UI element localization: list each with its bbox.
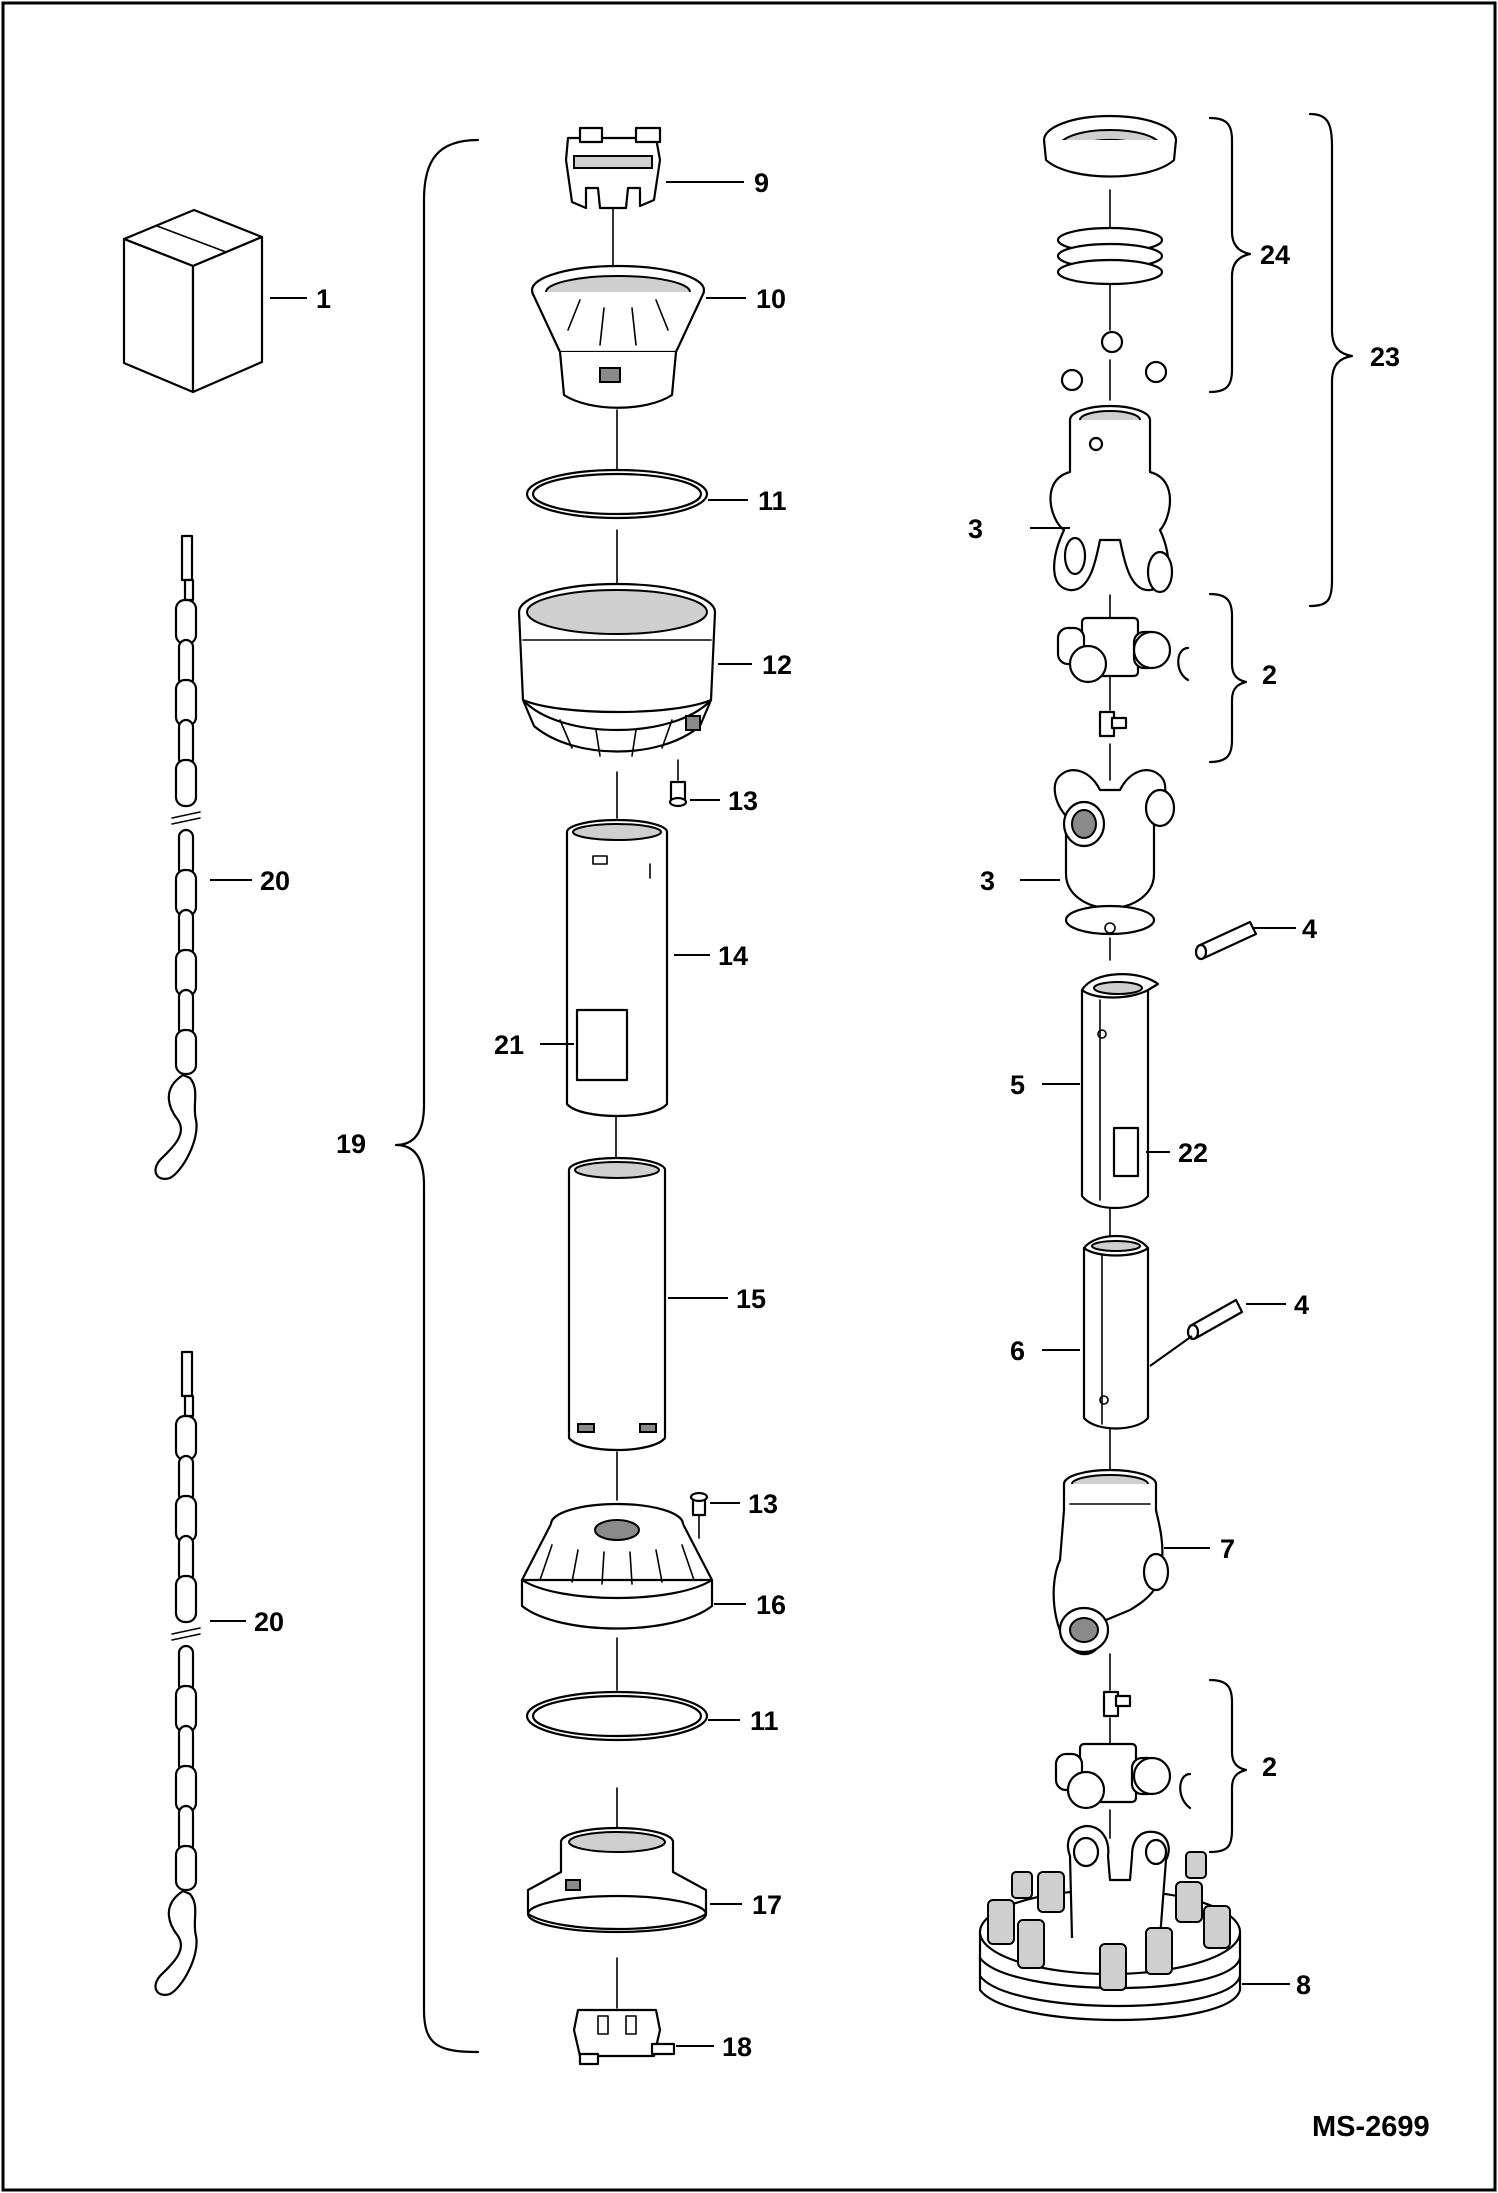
part-8-friction-clutch	[978, 1824, 1242, 2022]
callout-8: 8	[1296, 1970, 1311, 2000]
callout-5: 5	[1010, 1070, 1025, 1100]
part-11-ring-lower	[525, 1690, 709, 1742]
callout-9: 9	[754, 168, 769, 198]
callout-18: 18	[722, 2032, 752, 2062]
brace-2-lower	[1208, 1678, 1248, 1854]
callout-20-upper: 20	[260, 866, 290, 896]
brace-2-upper	[1208, 592, 1248, 764]
callout-1: 1	[316, 284, 331, 314]
callout-16: 16	[756, 1590, 786, 1620]
part-7-yoke	[1052, 1468, 1170, 1656]
callout-14: 14	[718, 941, 748, 971]
part-9-locking-collar	[564, 126, 662, 210]
brace-24	[1208, 116, 1252, 394]
part-4-roll-pin-upper	[1194, 920, 1258, 961]
part-13-screw-upper	[668, 759, 688, 808]
part-24-seal	[1042, 114, 1178, 178]
callout-2-upper: 2	[1262, 660, 1277, 690]
part-24-spring	[1056, 226, 1164, 286]
part-20-chain-upper	[154, 534, 201, 1180]
part-6-inner-tube	[1082, 1235, 1150, 1430]
part-10-bearing-cone	[530, 264, 706, 409]
part-21-decal	[575, 1008, 629, 1082]
part-2-cross-kit-upper	[1056, 616, 1190, 684]
part-1-box	[122, 208, 264, 394]
callout-20-lower: 20	[254, 1607, 284, 1637]
part-4-roll-pin-lower	[1186, 1298, 1244, 1341]
part-2-cross-kit-lower	[1054, 1742, 1192, 1810]
callout-4-upper: 4	[1302, 914, 1317, 944]
brace-19	[394, 138, 480, 2054]
callout-3-upper: 3	[968, 514, 983, 544]
callout-24: 24	[1260, 240, 1290, 270]
callout-11-upper: 11	[758, 486, 787, 516]
part-3-yoke-lower	[1053, 769, 1176, 936]
part-24-balls	[1060, 330, 1168, 392]
part-12-guard-cone	[517, 582, 717, 757]
callout-7: 7	[1220, 1534, 1235, 1564]
callout-13-lower: 13	[748, 1489, 778, 1519]
drawing-number: MS-2699	[1312, 2111, 1430, 2143]
callout-10: 10	[756, 284, 786, 314]
callout-17: 17	[752, 1890, 782, 1920]
callout-22: 22	[1178, 1138, 1208, 1168]
callout-15: 15	[736, 1284, 766, 1314]
callout-3-lower: 3	[980, 866, 995, 896]
part-11-ring-upper	[525, 468, 709, 520]
part-13-screw-lower	[689, 1491, 709, 1539]
part-15-inner-guard-tube	[567, 1156, 667, 1452]
part-5-outer-tube	[1080, 973, 1160, 1210]
part-17-bearing-cone-lower	[526, 1826, 708, 1934]
part-3-yoke-upper	[1049, 404, 1174, 594]
callout-19: 19	[336, 1129, 366, 1159]
callout-6: 6	[1010, 1336, 1025, 1366]
callout-23: 23	[1370, 342, 1400, 372]
part-18-locking-collar-lower	[572, 2008, 676, 2066]
part-2-grease-fitting-upper	[1098, 710, 1128, 738]
callout-11-lower: 11	[750, 1706, 779, 1736]
clutch-springs	[987, 1851, 1231, 1991]
part-2-grease-fitting-lower	[1102, 1690, 1132, 1718]
brace-23	[1308, 112, 1354, 608]
callout-12: 12	[762, 650, 792, 680]
callout-13-upper: 13	[728, 786, 758, 816]
callout-21: 21	[494, 1030, 524, 1060]
part-20-chain-lower	[154, 1350, 201, 1996]
callout-4-lower: 4	[1294, 1290, 1309, 1320]
callout-2-lower: 2	[1262, 1752, 1277, 1782]
part-16-guard-cone-lower	[520, 1502, 714, 1630]
